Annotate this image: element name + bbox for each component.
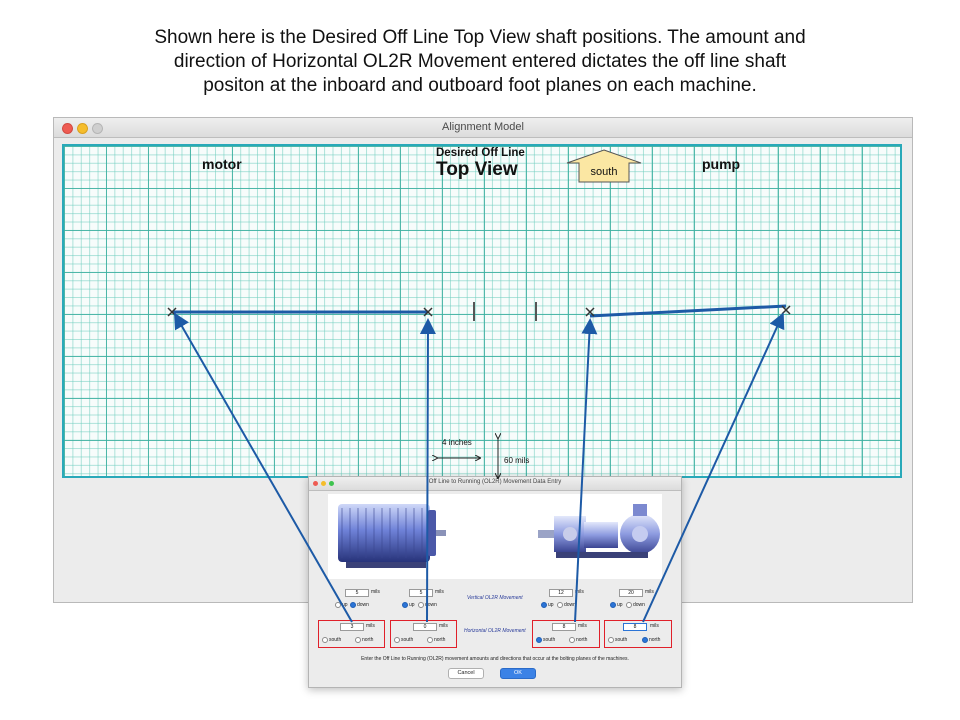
down-label: down: [633, 602, 645, 608]
pump-label: pump: [702, 156, 741, 172]
south-label: south: [329, 637, 342, 643]
vertical-value-input[interactable]: 20: [619, 589, 643, 597]
up-label: up: [548, 602, 554, 608]
vertical-down-radio[interactable]: [626, 602, 632, 608]
scale-horizontal-label: 4 inches: [442, 438, 472, 447]
south-label: south: [615, 637, 628, 643]
unit-label: mils: [650, 623, 659, 629]
machine-drawings: [338, 504, 660, 568]
close-window-button[interactable]: [62, 123, 73, 134]
motor-label: motor: [202, 156, 242, 172]
north-label: north: [649, 637, 661, 643]
south-label: south: [543, 637, 556, 643]
horizontal-entry-highlight: [390, 620, 457, 648]
horizontal-value-input[interactable]: 0: [413, 623, 437, 631]
vertical-up-radio[interactable]: [402, 602, 408, 608]
unit-label: mils: [371, 589, 380, 595]
view-title-large: Top View: [436, 159, 518, 180]
zoom-window-button[interactable]: [92, 123, 103, 134]
pump-icon: [538, 504, 660, 558]
unit-label: mils: [578, 623, 587, 629]
vertical-value-input[interactable]: 12: [549, 589, 573, 597]
up-label: up: [342, 602, 348, 608]
horizontal-entry-highlight: [604, 620, 672, 648]
unit-label: mils: [366, 623, 375, 629]
north-label: north: [576, 637, 588, 643]
scale-vertical-label: 60 mils: [504, 456, 530, 465]
top-view-grid: motor pump Desired Off Line Top View sou…: [62, 144, 902, 478]
cancel-button[interactable]: Cancel: [448, 668, 484, 679]
vertical-down-radio[interactable]: [557, 602, 563, 608]
window-titlebar: Alignment Model: [54, 118, 912, 138]
down-label: down: [564, 602, 576, 608]
horizontal-north-radio[interactable]: [642, 637, 648, 643]
horizontal-south-radio[interactable]: [394, 637, 400, 643]
view-title-small: Desired Off Line: [436, 147, 525, 159]
vertical-down-radio[interactable]: [418, 602, 424, 608]
dialog-instruction: Enter the Off Line to Running (OL2R) mov…: [361, 656, 629, 662]
south-label: south: [401, 637, 414, 643]
unit-label: mils: [435, 589, 444, 595]
south-direction-button[interactable]: south: [566, 149, 642, 183]
window-title: Alignment Model: [442, 121, 524, 133]
ol2r-data-entry-dialog: Off Line to Running (OL2R) Movement Data…: [308, 476, 682, 688]
caption-line-1: Shown here is the Desired Off Line Top V…: [154, 27, 806, 48]
caption-line-3: positon at the inboard and outboard foot…: [203, 75, 757, 96]
vertical-value-input[interactable]: 5: [345, 589, 369, 597]
unit-label: mils: [645, 589, 654, 595]
unit-label: mils: [439, 623, 448, 629]
caption: Shown here is the Desired Off Line Top V…: [90, 26, 870, 98]
motor-icon: [338, 504, 446, 568]
horizontal-south-radio[interactable]: [608, 637, 614, 643]
north-label: north: [362, 637, 374, 643]
vertical-movement-label: Vertical OL2R Movement: [467, 595, 523, 601]
horizontal-value-input[interactable]: 3: [340, 623, 364, 631]
horizontal-value-input[interactable]: 8: [552, 623, 576, 631]
machines-illustration: [328, 494, 662, 579]
dialog-titlebar: Off Line to Running (OL2R) Movement Data…: [309, 477, 681, 491]
horizontal-north-radio[interactable]: [569, 637, 575, 643]
down-label: down: [425, 602, 437, 608]
vertical-down-radio[interactable]: [350, 602, 356, 608]
up-label: up: [409, 602, 415, 608]
ok-button[interactable]: OK: [500, 668, 536, 679]
unit-label: mils: [575, 589, 584, 595]
dialog-title: Off Line to Running (OL2R) Movement Data…: [428, 479, 562, 485]
horizontal-north-radio[interactable]: [355, 637, 361, 643]
up-label: up: [617, 602, 623, 608]
north-label: north: [434, 637, 446, 643]
horizontal-value-input[interactable]: 8: [623, 623, 647, 631]
horizontal-movement-label: Horizontal OL2R Movement: [464, 628, 526, 634]
vertical-value-input[interactable]: 5: [409, 589, 433, 597]
direction-arrow-icon: [566, 149, 642, 183]
direction-label: south: [590, 166, 618, 178]
vertical-up-radio[interactable]: [610, 602, 616, 608]
horizontal-north-radio[interactable]: [427, 637, 433, 643]
caption-line-2: direction of Horizontal OL2R Movement en…: [173, 51, 787, 72]
down-label: down: [357, 602, 369, 608]
minimize-window-button[interactable]: [77, 123, 88, 134]
vertical-up-radio[interactable]: [541, 602, 547, 608]
horizontal-south-radio[interactable]: [322, 637, 328, 643]
vertical-up-radio[interactable]: [335, 602, 341, 608]
horizontal-south-radio[interactable]: [536, 637, 542, 643]
horizontal-entry-highlight: [532, 620, 600, 648]
